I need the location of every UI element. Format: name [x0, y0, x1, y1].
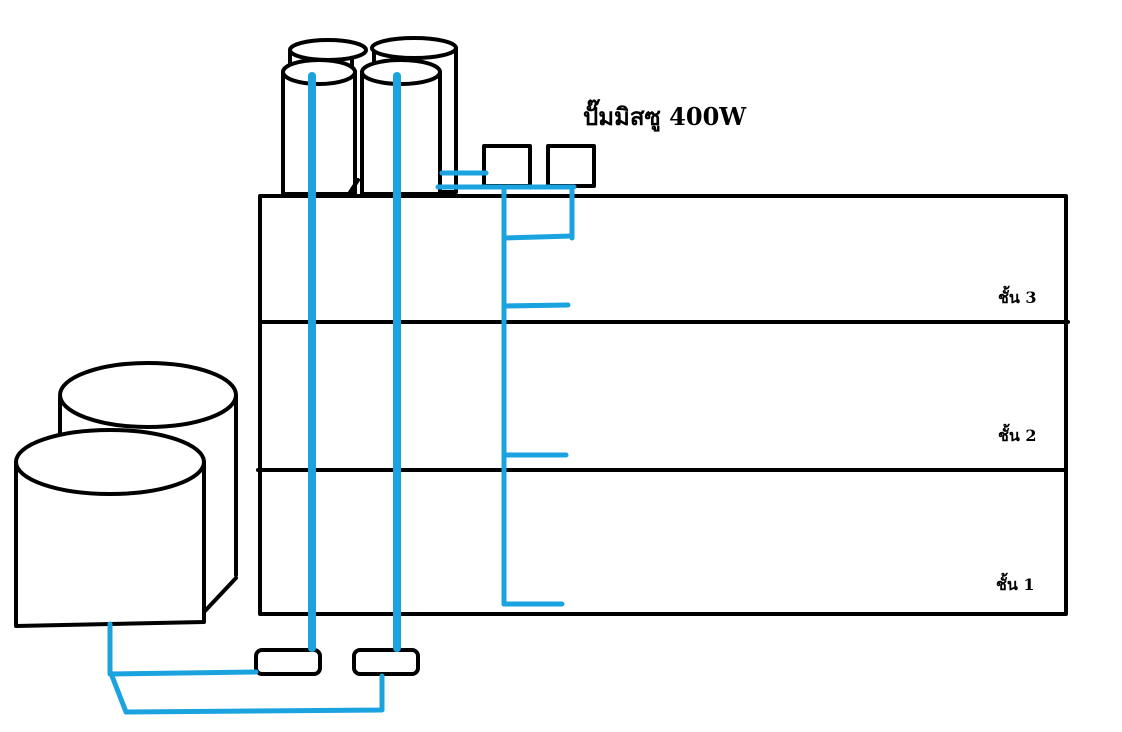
- ground-tanks: [14, 361, 238, 628]
- floor-3-label: ชั้น 3: [998, 285, 1037, 307]
- cylinder-front-left: [281, 58, 360, 196]
- pump-box-2: [546, 144, 596, 188]
- rooftop-pumps: [482, 144, 596, 188]
- bottom-pumps: [254, 648, 420, 676]
- pump-box-1: [482, 144, 532, 188]
- ground-tank-back: [58, 361, 238, 614]
- floor-2-label: ชั้น 2: [998, 423, 1037, 445]
- ground-tank-front: [14, 428, 206, 628]
- pump-label: ปั๊มมิสซู 400W: [583, 98, 747, 132]
- bottom-pump-1: [254, 648, 322, 676]
- floor-1-label: ชั้น 1: [996, 572, 1035, 594]
- pipes: [107, 72, 577, 715]
- bottom-pump-2: [352, 648, 420, 676]
- building: [256, 194, 1070, 616]
- branch-floor-3: [501, 302, 571, 309]
- supply-pipe-lower: [109, 673, 385, 715]
- supply-pipe-upper: [107, 621, 259, 677]
- building-outline: [258, 194, 1068, 616]
- branch-roof: [501, 233, 575, 241]
